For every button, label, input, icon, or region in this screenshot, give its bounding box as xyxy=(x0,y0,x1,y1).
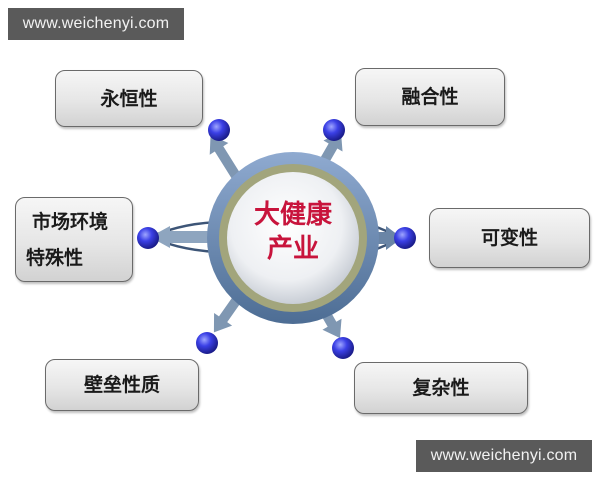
arrow-top-left-icon xyxy=(209,135,241,179)
dot-integration-icon xyxy=(323,119,345,141)
arrows xyxy=(150,132,402,339)
dot-complexity-icon xyxy=(332,337,354,359)
arrow-bottom-left-icon xyxy=(213,295,243,333)
node-integration: 融合性 xyxy=(355,68,505,126)
node-label: 永恒性 xyxy=(100,87,158,110)
node-variability: 可变性 xyxy=(429,208,590,268)
dot-permanence-icon xyxy=(208,119,230,141)
dot-market-icon xyxy=(137,227,159,249)
node-complexity: 复杂性 xyxy=(354,362,528,414)
node-label: 可变性 xyxy=(480,227,538,249)
center-label: 大健康 产业 xyxy=(220,198,366,266)
center-line-2: 产业 xyxy=(266,234,319,264)
node-label: 复杂性 xyxy=(412,377,470,399)
node-barrier: 壁垒性质 xyxy=(45,359,199,411)
dot-barrier-icon xyxy=(196,332,218,354)
node-label: 壁垒性质 xyxy=(83,374,160,396)
dot-variability-icon xyxy=(394,227,416,249)
arrow-left-icon xyxy=(150,226,212,248)
node-label-line-1: 市场环境 xyxy=(32,210,109,233)
center-line-1: 大健康 xyxy=(253,200,332,230)
node-permanence: 永恒性 xyxy=(55,70,203,127)
node-market-environment: 市场环境 特殊性 xyxy=(15,197,133,282)
center-hub xyxy=(207,152,379,324)
watermark-bottom: www.weichenyi.com xyxy=(416,440,592,472)
node-dots xyxy=(137,119,416,359)
node-label: 融合性 xyxy=(401,86,459,108)
node-label-line-2: 特殊性 xyxy=(26,246,84,269)
watermark-top: www.weichenyi.com xyxy=(8,8,184,40)
arrow-right-icon xyxy=(374,226,402,250)
